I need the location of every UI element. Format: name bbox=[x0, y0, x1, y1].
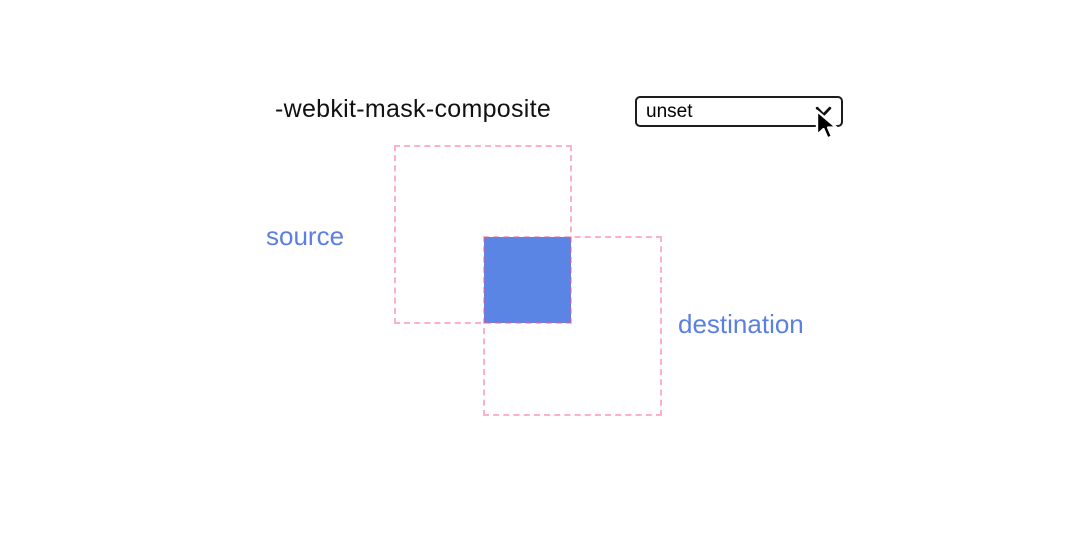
destination-label: destination bbox=[678, 309, 804, 339]
mask-composite-select[interactable]: unset bbox=[635, 96, 843, 127]
select-selected-value: unset bbox=[646, 101, 693, 122]
property-name-label: -webkit-mask-composite bbox=[275, 95, 552, 123]
chevron-down-icon bbox=[815, 106, 832, 116]
source-box bbox=[394, 145, 572, 324]
destination-box bbox=[483, 236, 662, 416]
mask-intersection-box bbox=[484, 237, 571, 323]
source-label: source bbox=[266, 221, 345, 251]
